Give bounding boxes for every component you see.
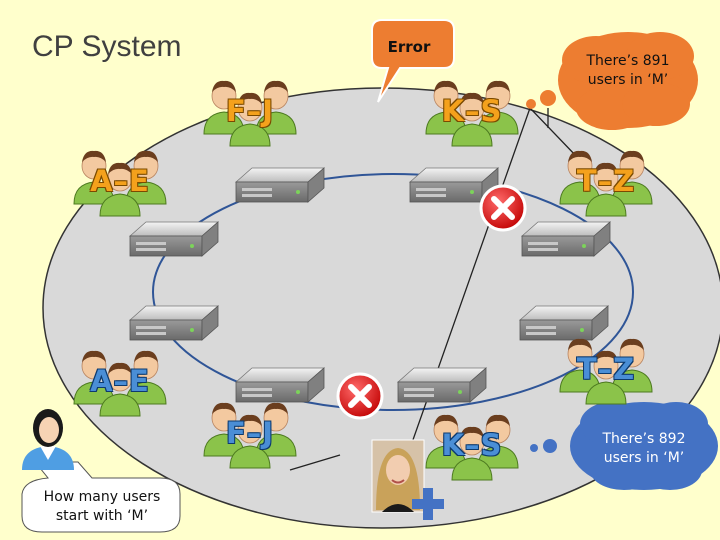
user-group-fj-top: F–J: [198, 80, 302, 144]
user-group-icon: [425, 414, 519, 481]
user-group-icon: [203, 80, 297, 147]
user-group-icon: [559, 150, 653, 217]
range-label: F–J: [225, 94, 275, 128]
user-group-ae-top: A–E: [68, 150, 172, 214]
server-icon: [408, 167, 500, 203]
range-label: T–Z: [576, 164, 636, 198]
user-group-icon: [73, 150, 167, 217]
user-group-icon: [559, 338, 653, 405]
error-x-icon: [336, 372, 384, 420]
server-icon: [520, 221, 612, 257]
user-group-icon: [203, 402, 297, 469]
user-icon: [22, 409, 74, 470]
ring-line: [152, 173, 634, 411]
plus-icon: [412, 488, 444, 520]
reply-892-cloud: [530, 402, 718, 490]
connector-line: [289, 454, 341, 471]
user-group-ae-bottom: A–E: [68, 350, 172, 414]
range-label: A–E: [90, 364, 150, 398]
user-group-icon: [425, 80, 519, 147]
server-icon: [128, 305, 220, 341]
page-title: CP System: [32, 30, 182, 63]
question-bubble: [21, 461, 181, 533]
reply-891-cloud: [526, 32, 698, 130]
server-icon: [234, 367, 326, 403]
range-label: T–Z: [576, 352, 636, 386]
reply-891-text: There’s 891 users in ‘M’: [586, 53, 670, 88]
range-label: F–J: [225, 416, 275, 450]
reply-892-text: There’s 892 users in ‘M’: [602, 431, 686, 466]
server-icon: [128, 221, 220, 257]
error-x-icon: [479, 184, 527, 232]
range-label: K–S: [441, 94, 503, 128]
user-group-fj-bottom: F–J: [198, 402, 302, 466]
user-group-icon: [73, 350, 167, 417]
error-bubble-text: Error: [387, 38, 431, 56]
question-text: How many users start with ‘M’: [43, 489, 161, 524]
user-group-tz-top: T–Z: [554, 150, 658, 214]
user-group-tz-bottom: T–Z: [554, 338, 658, 402]
connector-line: [529, 107, 579, 159]
connector-line: [395, 107, 531, 489]
user-group-ks-top: K–S: [420, 80, 524, 144]
server-icon: [396, 367, 488, 403]
range-label: K–S: [441, 428, 503, 462]
error-bubble: [371, 19, 455, 103]
user-group-ks-bottom: K–S: [420, 414, 524, 478]
photo-user-icon: [371, 439, 425, 513]
server-icon: [234, 167, 326, 203]
server-icon: [518, 305, 610, 341]
range-label: A–E: [90, 164, 150, 198]
